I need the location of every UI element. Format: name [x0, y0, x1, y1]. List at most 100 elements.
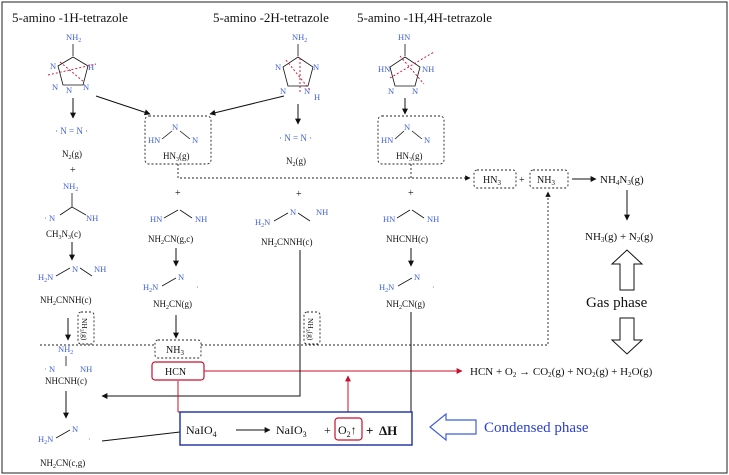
svg-text:N: N: [72, 264, 78, 274]
label-hn3g-1: HN3(g): [163, 151, 190, 163]
molecule-5-amino-1h4h-tetrazole: HN HN NH N N: [378, 32, 434, 96]
naio3: NaIO3: [276, 423, 307, 439]
svg-text:N: N: [178, 272, 184, 282]
gas-down-hollow-arrow: [610, 317, 644, 355]
svg-text:N: N: [72, 424, 78, 434]
n2-radical-1: · N = N ·: [55, 126, 88, 136]
molecule-ch3n3: NH2 · N NH: [44, 181, 98, 223]
nh3-box: [154, 339, 202, 359]
gas-hn3: HN3: [483, 175, 501, 187]
svg-text:·: ·: [88, 434, 91, 444]
o2-box: [334, 417, 363, 441]
svg-text:N: N: [404, 122, 410, 132]
gas-up-hollow-arrow: [610, 249, 644, 291]
plus-1: +: [70, 165, 76, 176]
label-nh2cn-cg: NH2CN(c,g): [40, 458, 85, 470]
svg-text:H2N: H2N: [38, 434, 53, 446]
title-1h-tetrazole: 5-amino -1H-tetrazole: [12, 10, 128, 25]
label-ch3n3: CH3N3(c): [46, 229, 81, 241]
nh3g-side-box-1: [77, 311, 95, 345]
plus-condensed-1: +: [324, 423, 331, 437]
svg-text:N: N: [280, 86, 286, 96]
svg-text:H2N: H2N: [38, 272, 53, 284]
svg-text:N: N: [412, 86, 418, 96]
label-nhcnh-c-2: NHCNH(c): [386, 234, 428, 244]
nh3g-side-box-2: [303, 311, 321, 345]
molecule-nh2cn-g-2: H2N N ·: [379, 272, 435, 294]
svg-text:NH2: NH2: [66, 32, 81, 44]
svg-text:H2N: H2N: [255, 217, 270, 229]
svg-text:NH: NH: [80, 364, 92, 374]
svg-text:N: N: [50, 61, 56, 71]
svg-text:H: H: [314, 92, 320, 102]
molecule-nh2cnnh-2: H2N N NH: [255, 207, 328, 229]
svg-text:N: N: [424, 135, 430, 145]
label-nh3g-side-2: NH3(g): [304, 318, 315, 341]
svg-text:NH2: NH2: [58, 344, 73, 356]
label-nhcnh-c: NHCNH(c): [45, 376, 87, 386]
svg-text:N: N: [172, 122, 178, 132]
n2-radical-2: · N = N ·: [279, 133, 312, 143]
gas-hn3-box: [473, 169, 517, 189]
svg-text:N: N: [275, 62, 281, 72]
label-nh2cnnh-c-1: NH2CNNH(c): [40, 295, 92, 307]
label-hcn-box: HCN: [165, 367, 186, 378]
molecule-nhcnh: NH2 · N NH: [44, 344, 92, 374]
svg-text:NH: NH: [195, 214, 207, 224]
molecule-nh2cnnh-1: H2N N NH: [38, 264, 106, 284]
svg-text:N: N: [52, 82, 58, 92]
plus-3: +: [296, 189, 302, 200]
svg-text:NH: NH: [86, 213, 98, 223]
svg-text:N: N: [192, 135, 198, 145]
label-nh3g-side-1: NH3(g): [78, 318, 89, 341]
label-nh2cnnh-c-2: NH2CNNH(c): [261, 237, 313, 249]
svg-text:NH2: NH2: [63, 181, 78, 193]
svg-text:·: ·: [196, 282, 199, 292]
plus-4: +: [408, 188, 414, 199]
label-n2g-1: N2(g): [62, 149, 82, 161]
naio4: NaIO4: [186, 423, 217, 439]
o2-gas: O2↑: [338, 423, 357, 439]
svg-text:NH: NH: [422, 64, 434, 74]
title-2h-tetrazole: 5-amino -2H-tetrazole: [213, 10, 329, 25]
label-nh2cn-gc: NH2CN(g,c): [148, 234, 193, 246]
title-1h4h-tetrazole: 5-amino -1H,4H-tetrazole: [357, 10, 492, 25]
svg-text:H2N: H2N: [143, 282, 158, 294]
molecule-nh2cn-cg: H2N N ·: [38, 424, 91, 446]
condensed-phase-label: Condensed phase: [484, 420, 589, 436]
svg-text:N: N: [313, 62, 319, 72]
condensed-phase-box: [179, 411, 413, 446]
delta-h: ΔH: [379, 423, 397, 438]
svg-text:· N = N ·: · N = N ·: [55, 126, 88, 136]
molecule-nh2cn-g-1: H2N N ·: [143, 272, 199, 294]
molecule-5-amino-2h-tetrazole: NH2 N N N N H: [275, 32, 320, 102]
condensed-hollow-arrow: [429, 412, 477, 442]
label-nh2cn-g-1: NH2CN(g): [153, 299, 192, 311]
svg-text:HN: HN: [398, 32, 410, 42]
svg-text:HN: HN: [383, 214, 395, 224]
label-n2g-2: N2(g): [286, 156, 306, 168]
molecule-5-amino-1h-tetrazole: NH2 N H N N N: [47, 32, 97, 95]
svg-text:H: H: [88, 62, 94, 72]
molecule-hn3-1: N HN N: [148, 122, 198, 145]
svg-text:HN: HN: [378, 64, 390, 74]
svg-text:N: N: [304, 86, 310, 96]
gas-nh3: NH3: [537, 175, 555, 187]
svg-text:·: ·: [432, 282, 435, 292]
molecule-nh2cn-gc: HN NH: [150, 209, 207, 224]
svg-text:· N: · N: [44, 364, 55, 374]
svg-text:· N = N ·: · N = N ·: [279, 133, 312, 143]
label-hn3g-2: HN3(g): [396, 151, 423, 163]
plus-condensed-2: +: [366, 423, 373, 438]
gas-nh3-n2: NH3(g) + N2(g): [585, 231, 654, 244]
molecule-hn3-2: N HN N: [381, 122, 430, 145]
molecule-nhcnh-2: HN NH: [383, 209, 439, 224]
svg-text:NH: NH: [94, 264, 106, 274]
svg-text:N: N: [388, 86, 394, 96]
svg-text:N: N: [66, 85, 72, 95]
label-nh2cn-g-2: NH2CN(g): [386, 299, 425, 311]
svg-text:N: N: [83, 82, 89, 92]
